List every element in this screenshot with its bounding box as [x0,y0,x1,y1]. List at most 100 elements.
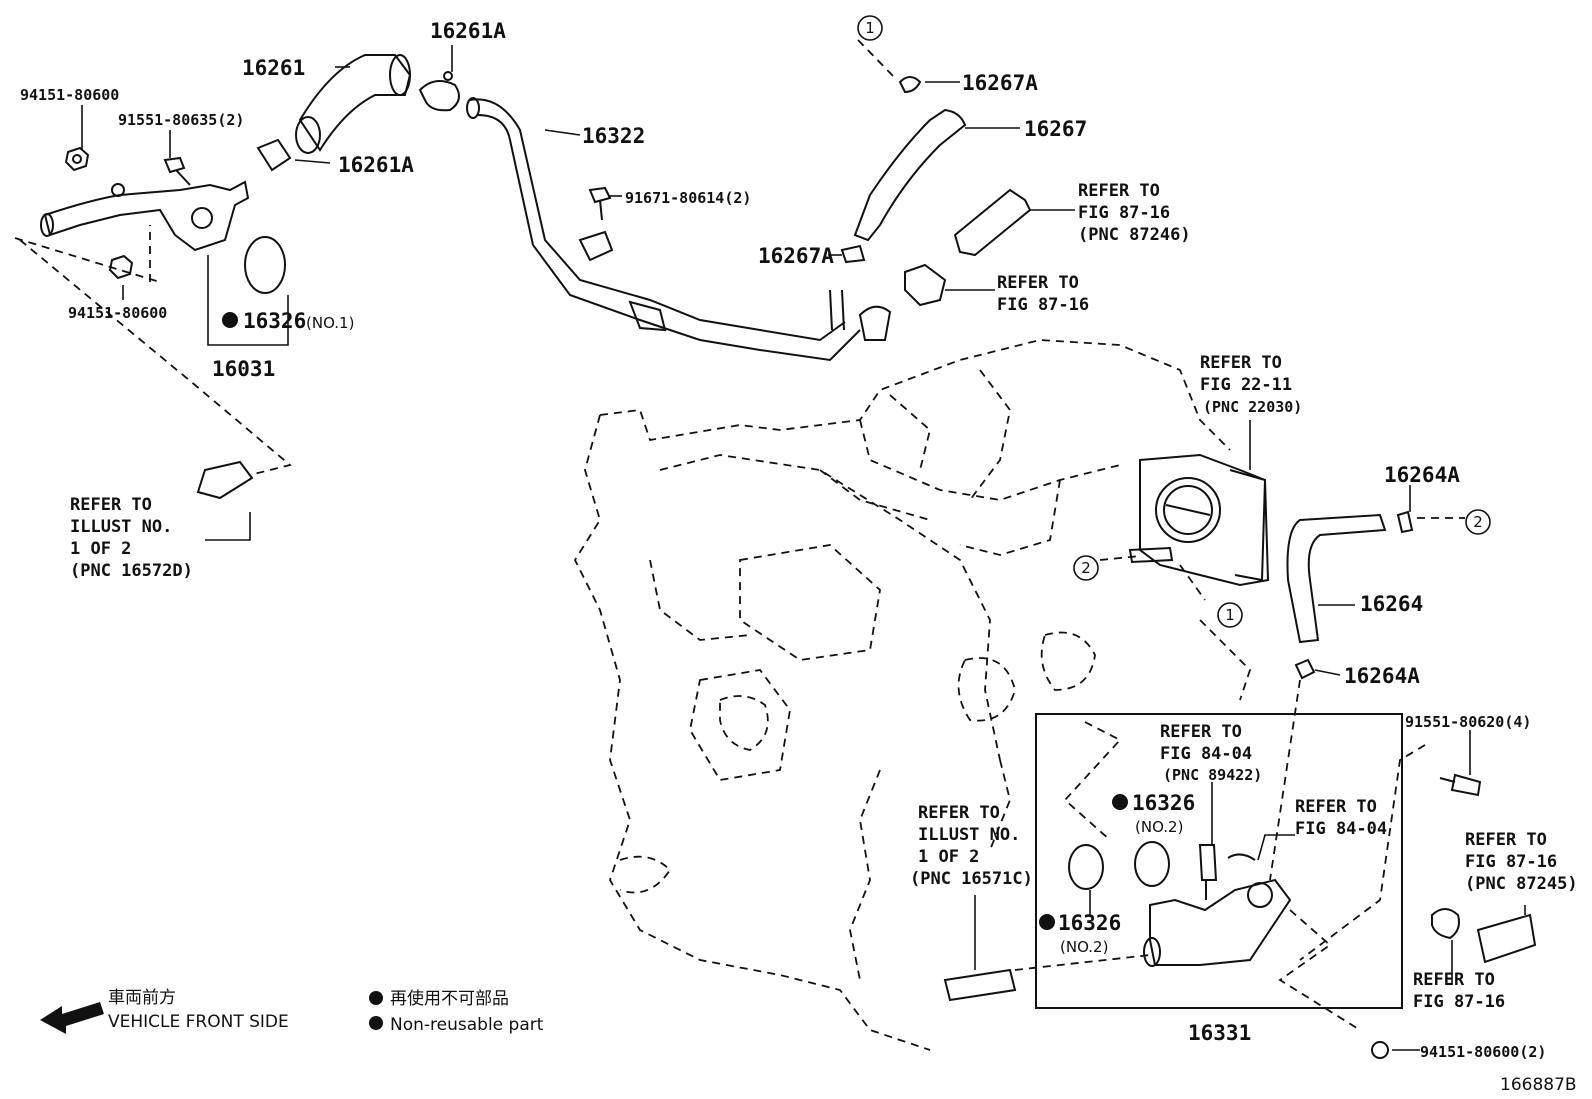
svg-text:(PNC 87245): (PNC 87245) [1465,874,1578,894]
gasket-16326-no2b [1068,844,1104,890]
bolt-91551-80620 [1439,773,1482,797]
svg-text:2: 2 [1473,513,1483,531]
pipe-16322 [466,97,892,362]
label-16326-no2b: 16326 [1058,911,1121,935]
clamp-16261A-top [418,71,460,112]
hose-16264 [1286,513,1387,644]
label-16267A-top: 16267A [962,71,1038,95]
svg-text:1 OF 2: 1 OF 2 [70,539,131,559]
engine-block-outline [573,339,1252,1051]
refer-84-04-clip: REFER TO FIG 84-04 [1295,797,1387,839]
legend-front-arrow: 車両前方 VEHICLE FRONT SIDE [40,988,289,1034]
refer-84-04-sensor: REFER TO FIG 84-04 (PNC 89422) [1160,722,1262,784]
water-inlet-16031 [40,180,250,252]
label-91551-80635: 91551-80635(2) [118,111,244,129]
nonreusable-mark-no1 [222,312,238,328]
label-16326-no1-sub: (NO.1) [306,314,354,332]
clamp-16264A-top [1396,510,1414,534]
gasket-16326-no1 [244,236,286,294]
svg-text:再使用不可部品: 再使用不可部品 [390,988,509,1009]
svg-text:(PNC 22030): (PNC 22030) [1203,398,1302,416]
svg-text:REFER TO: REFER TO [1413,970,1495,990]
box-16331 [1035,713,1403,1009]
svg-text:FIG 87-16: FIG 87-16 [1078,203,1170,223]
svg-text:Non-reusable part: Non-reusable part [390,1015,544,1035]
diagram-id: 166887B [1500,1075,1577,1095]
label-94151-bot: 94151-80600(2) [1420,1043,1546,1061]
svg-text:FIG 84-04: FIG 84-04 [1295,819,1387,839]
sensor-89422 [1198,844,1218,900]
legend-nonreusable: 再使用不可部品 Non-reusable part [369,988,544,1035]
svg-text:FIG 22-11: FIG 22-11 [1200,375,1292,395]
svg-text:1: 1 [865,19,875,37]
svg-text:(PNC 89422): (PNC 89422) [1163,766,1262,784]
svg-text:車両前方: 車両前方 [108,988,176,1008]
label-16264A-top: 16264A [1384,463,1460,487]
label-94151-top: 94151-80600 [20,86,119,104]
gasket-16326-no2a [1134,841,1170,887]
clip-84-04 [1227,853,1256,861]
nonreusable-mark-no2a [1112,794,1128,810]
svg-text:ILLUST NO.: ILLUST NO. [918,825,1020,845]
callout-2-left: 2 [1073,555,1099,581]
callout-2-right: 2 [1465,509,1491,535]
nut-94151-bot [1371,1041,1389,1059]
clamp-16267A-mid [840,244,866,264]
refer-87-16-clamp: REFER TO FIG 87-16 [1413,970,1505,1012]
svg-text:REFER TO: REFER TO [1160,722,1242,742]
label-94151-mid: 94151-80600 [68,304,167,322]
front-arrow-icon [40,1002,104,1034]
svg-text:(PNC 16571C): (PNC 16571C) [910,869,1033,889]
connector-ref-87-16 [904,263,947,307]
clamp-16267A-top [898,76,922,94]
svg-text:FIG 87-16: FIG 87-16 [1413,992,1505,1012]
nonreusable-mark-no2b [1039,914,1055,930]
label-91671: 91671-80614(2) [625,189,751,207]
label-16261A-top: 16261A [430,19,506,43]
label-91551-80620: 91551-80620(4) [1405,713,1531,731]
hose-16261 [295,54,412,154]
refer-22-11: REFER TO FIG 22-11 (PNC 22030) [1200,353,1302,416]
clamp-16261A-mid [256,138,292,172]
label-16031: 16031 [212,357,275,381]
hose-lower-left [196,460,254,500]
label-16326-no2b-sub: (NO.2) [1060,938,1108,956]
nut-94151-top [64,146,90,172]
label-16261A-mid: 16261A [338,153,414,177]
label-16326-no1: 16326 [243,309,306,333]
clamp-16264A-bot [1294,658,1316,680]
label-16326-no2a-sub: (NO.2) [1135,818,1183,836]
label-16267A-mid: 16267A [758,244,834,268]
svg-text:FIG 87-16: FIG 87-16 [997,295,1089,315]
svg-text:REFER TO: REFER TO [70,495,152,515]
callout-1-top: 1 [857,15,883,41]
callout-1-throttle: 1 [1217,602,1243,628]
water-outlet-16331 [1143,878,1292,967]
label-16326-no2a: 16326 [1132,791,1195,815]
svg-text:ILLUST NO.: ILLUST NO. [70,517,172,537]
svg-text:2: 2 [1081,559,1091,577]
svg-text:REFER TO: REFER TO [1200,353,1282,373]
svg-text:FIG 87-16: FIG 87-16 [1465,852,1557,872]
svg-text:(PNC 87246): (PNC 87246) [1078,225,1191,245]
svg-text:(PNC 16572D): (PNC 16572D) [70,561,193,581]
label-16264A-bot: 16264A [1344,664,1420,688]
refer-87-16-connector: REFER TO FIG 87-16 [997,273,1089,315]
bolt-91551-80635 [163,156,191,186]
hose-16267 [853,108,967,242]
refer-87245: REFER TO FIG 87-16 (PNC 87245) [1465,830,1578,894]
svg-text:REFER TO: REFER TO [997,273,1079,293]
refer-87246: REFER TO FIG 87-16 (PNC 87246) [1078,181,1191,245]
hose-ref-87245 [1476,913,1537,964]
hose-ref-87246 [953,188,1032,257]
label-16264: 16264 [1360,592,1423,616]
nonreusable-dot-icon [369,991,383,1005]
svg-text:REFER TO: REFER TO [1465,830,1547,850]
label-16331: 16331 [1188,1021,1251,1045]
svg-text:VEHICLE FRONT SIDE: VEHICLE FRONT SIDE [108,1012,289,1032]
refer-illust-16571C: REFER TO ILLUST NO. 1 OF 2 (PNC 16571C) [910,803,1033,889]
leader-lines [81,45,1526,1051]
bolt-91671 [588,186,612,221]
clamp-ref-87-16 [1431,908,1460,940]
